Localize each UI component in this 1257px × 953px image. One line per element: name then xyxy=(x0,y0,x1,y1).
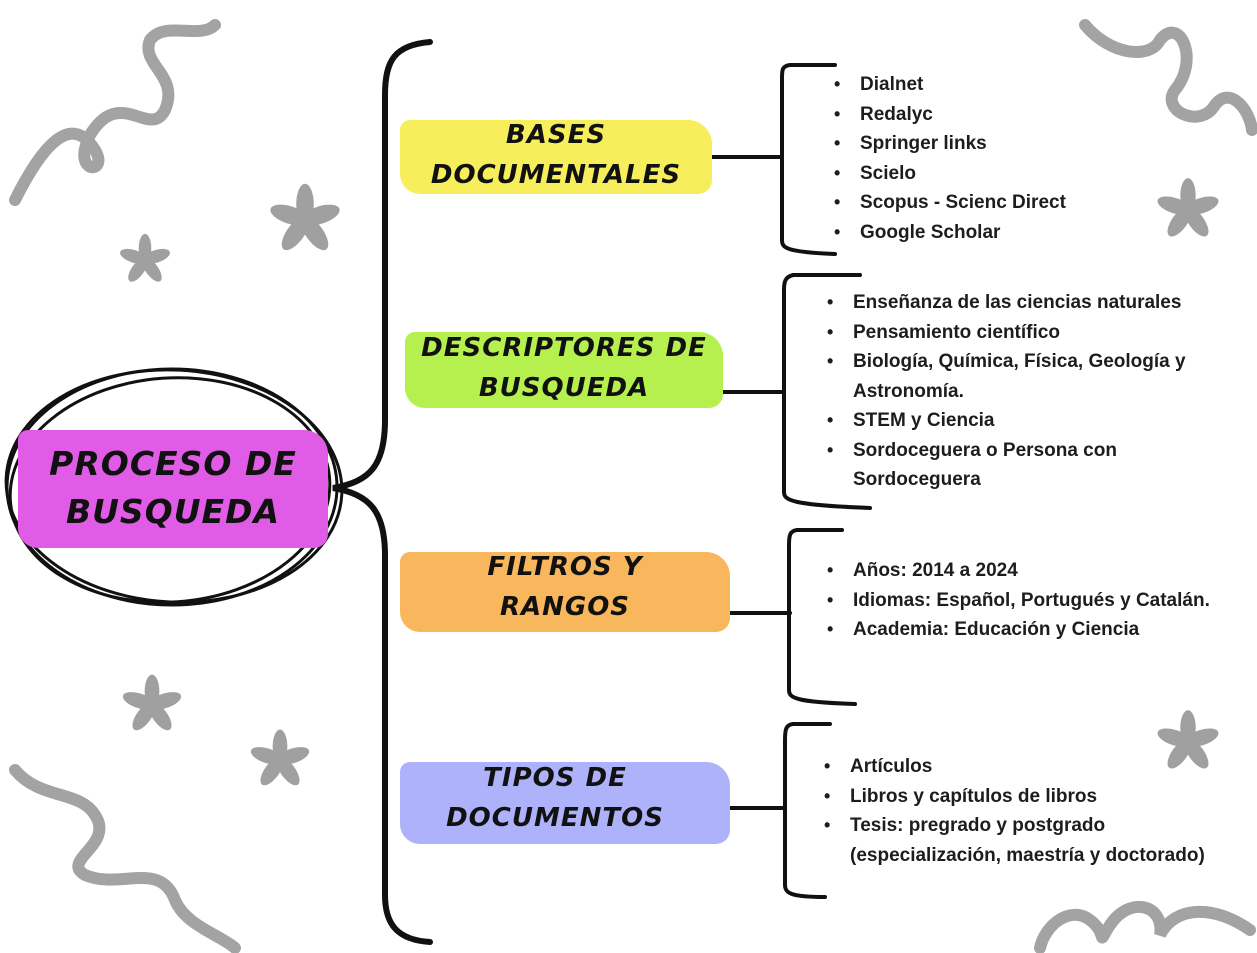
branch-title-line2: DOCUMENTOS xyxy=(446,803,664,833)
central-topic-line1: PROCESO DE xyxy=(49,444,297,483)
branch-title-filtros: FILTROS Y RANGOS xyxy=(400,547,730,627)
list-item: Tesis: pregrado y postgrado (especializa… xyxy=(822,811,1232,870)
branch-highlight-bases xyxy=(400,120,712,194)
flower-icon xyxy=(270,183,340,251)
list-item: Redalyc xyxy=(832,100,1232,130)
list-item: STEM y Ciencia xyxy=(825,406,1235,436)
list-item: Scielo xyxy=(832,159,1232,189)
central-topic: PROCESO DE BUSQUEDA xyxy=(18,440,328,536)
branch-connectors xyxy=(680,155,792,810)
branch-title-line2: BUSQUEDA xyxy=(478,373,650,403)
list-item: Sordoceguera o Persona con Sordoceguera xyxy=(825,436,1235,495)
branch-title-line1: DESCRIPTORES DE xyxy=(421,333,707,363)
list-item: Años: 2014 a 2024 xyxy=(825,556,1250,586)
branch-title-descriptores: DESCRIPTORES DE BUSQUEDA xyxy=(405,328,723,408)
item-brackets xyxy=(780,63,872,899)
branch-title-line1: BASES xyxy=(505,120,607,150)
central-highlight xyxy=(18,430,328,548)
list-item: Enseñanza de las ciencias naturales xyxy=(825,288,1235,318)
squiggle-bottom-right xyxy=(1034,901,1256,953)
branch-highlight-filtros xyxy=(400,552,730,632)
list-item: Artículos xyxy=(822,752,1232,782)
list-item: Google Scholar xyxy=(832,218,1232,248)
list-item: Dialnet xyxy=(832,70,1232,100)
branch-title-line2: RANGOS xyxy=(499,592,631,622)
squiggle-top-left xyxy=(9,19,221,206)
list-item: Pensamiento científico xyxy=(825,318,1235,348)
list-item: Biología, Química, Física, Geología y As… xyxy=(825,347,1235,406)
flower-icon xyxy=(250,729,310,786)
branch-title-line1: TIPOS DE xyxy=(483,763,627,793)
branch-highlight-tipos xyxy=(400,762,730,844)
flower-icon xyxy=(122,674,182,731)
central-topic-line2: BUSQUEDA xyxy=(65,492,281,531)
branch-title-bases: BASES DOCUMENTALES xyxy=(400,115,712,195)
items-list-descriptores: Enseñanza de las ciencias naturales Pens… xyxy=(825,288,1235,495)
list-item: Idiomas: Español, Portugués y Catalán. xyxy=(825,586,1250,616)
branch-title-line2: DOCUMENTALES xyxy=(430,160,682,190)
items-list-filtros: Años: 2014 a 2024 Idiomas: Español, Port… xyxy=(825,556,1250,645)
branch-title-tipos: TIPOS DE DOCUMENTOS xyxy=(400,758,710,838)
flower-icon xyxy=(1157,710,1219,769)
items-list-tipos: Artículos Libros y capítulos de libros T… xyxy=(822,752,1232,870)
flower-icon xyxy=(120,233,170,282)
list-item: Springer links xyxy=(832,129,1232,159)
main-brace xyxy=(332,39,433,945)
list-item: Libros y capítulos de libros xyxy=(822,782,1232,812)
squiggle-bottom-left xyxy=(9,764,241,953)
list-item: Scopus - Scienc Direct xyxy=(832,188,1232,218)
items-list-bases: Dialnet Redalyc Springer links Scielo Sc… xyxy=(832,70,1232,247)
branch-title-line1: FILTROS Y xyxy=(487,552,643,582)
branch-highlight-descriptores xyxy=(405,332,723,408)
list-item: Academia: Educación y Ciencia xyxy=(825,615,1250,645)
